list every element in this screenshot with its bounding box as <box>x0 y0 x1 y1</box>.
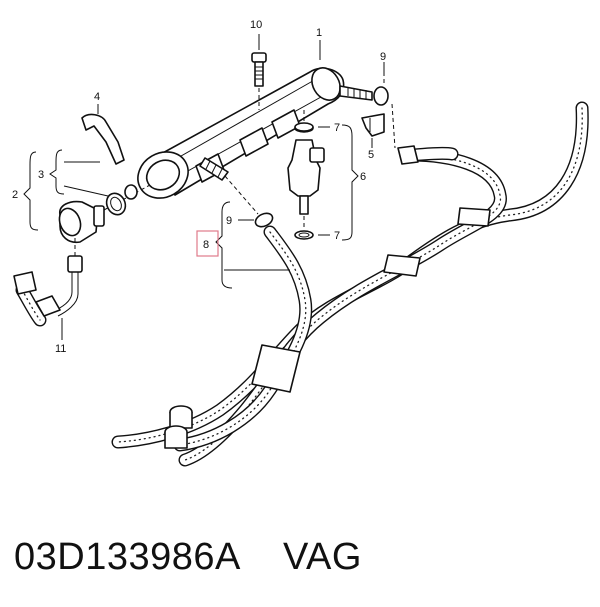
o-ring-upper <box>294 122 314 132</box>
callout-9-upper: 9 <box>380 51 386 63</box>
fuel-hose-assembly <box>111 101 589 467</box>
group-bracket-6 <box>341 124 359 241</box>
group-bracket-2 <box>23 151 39 231</box>
callout-11: 11 <box>55 343 66 355</box>
callout-8-highlight-box <box>196 230 219 257</box>
fuel-rail <box>137 67 373 199</box>
hose-clamp-upper <box>373 72 396 149</box>
caption-gap <box>239 536 283 578</box>
group-bracket-8 <box>215 201 290 289</box>
callout-10: 10 <box>250 19 262 31</box>
callout-9-lower: 9 <box>226 215 232 227</box>
pressure-sensor-assembly <box>58 184 151 244</box>
group-bracket-3 <box>49 149 109 197</box>
seal-rings <box>105 184 138 216</box>
sensor-wiring <box>13 238 83 327</box>
hose-bracket-clip <box>361 113 385 137</box>
brand-name: VAG <box>283 536 362 578</box>
callout-8: 8 <box>203 239 209 251</box>
callout-7-upper: 7 <box>334 122 340 134</box>
callout-7-lower: 7 <box>334 230 340 242</box>
o-ring-lower <box>294 230 314 240</box>
callout-5: 5 <box>368 149 374 161</box>
callout-3: 3 <box>38 169 44 181</box>
part-number: 03D133986A <box>14 536 239 578</box>
callout-2: 2 <box>12 189 18 201</box>
part-caption: 03D133986A VAG <box>14 532 594 582</box>
leader-lines <box>61 34 385 340</box>
callout-6: 6 <box>360 171 366 183</box>
parts-diagram: 1 10 9 4 7 5 3 6 2 9 7 8 11 <box>12 19 589 467</box>
retaining-clip <box>81 113 125 165</box>
mounting-bolt <box>251 52 267 110</box>
callout-4: 4 <box>94 91 100 103</box>
callout-1: 1 <box>316 27 322 39</box>
hose-clamp-lower <box>224 175 274 228</box>
